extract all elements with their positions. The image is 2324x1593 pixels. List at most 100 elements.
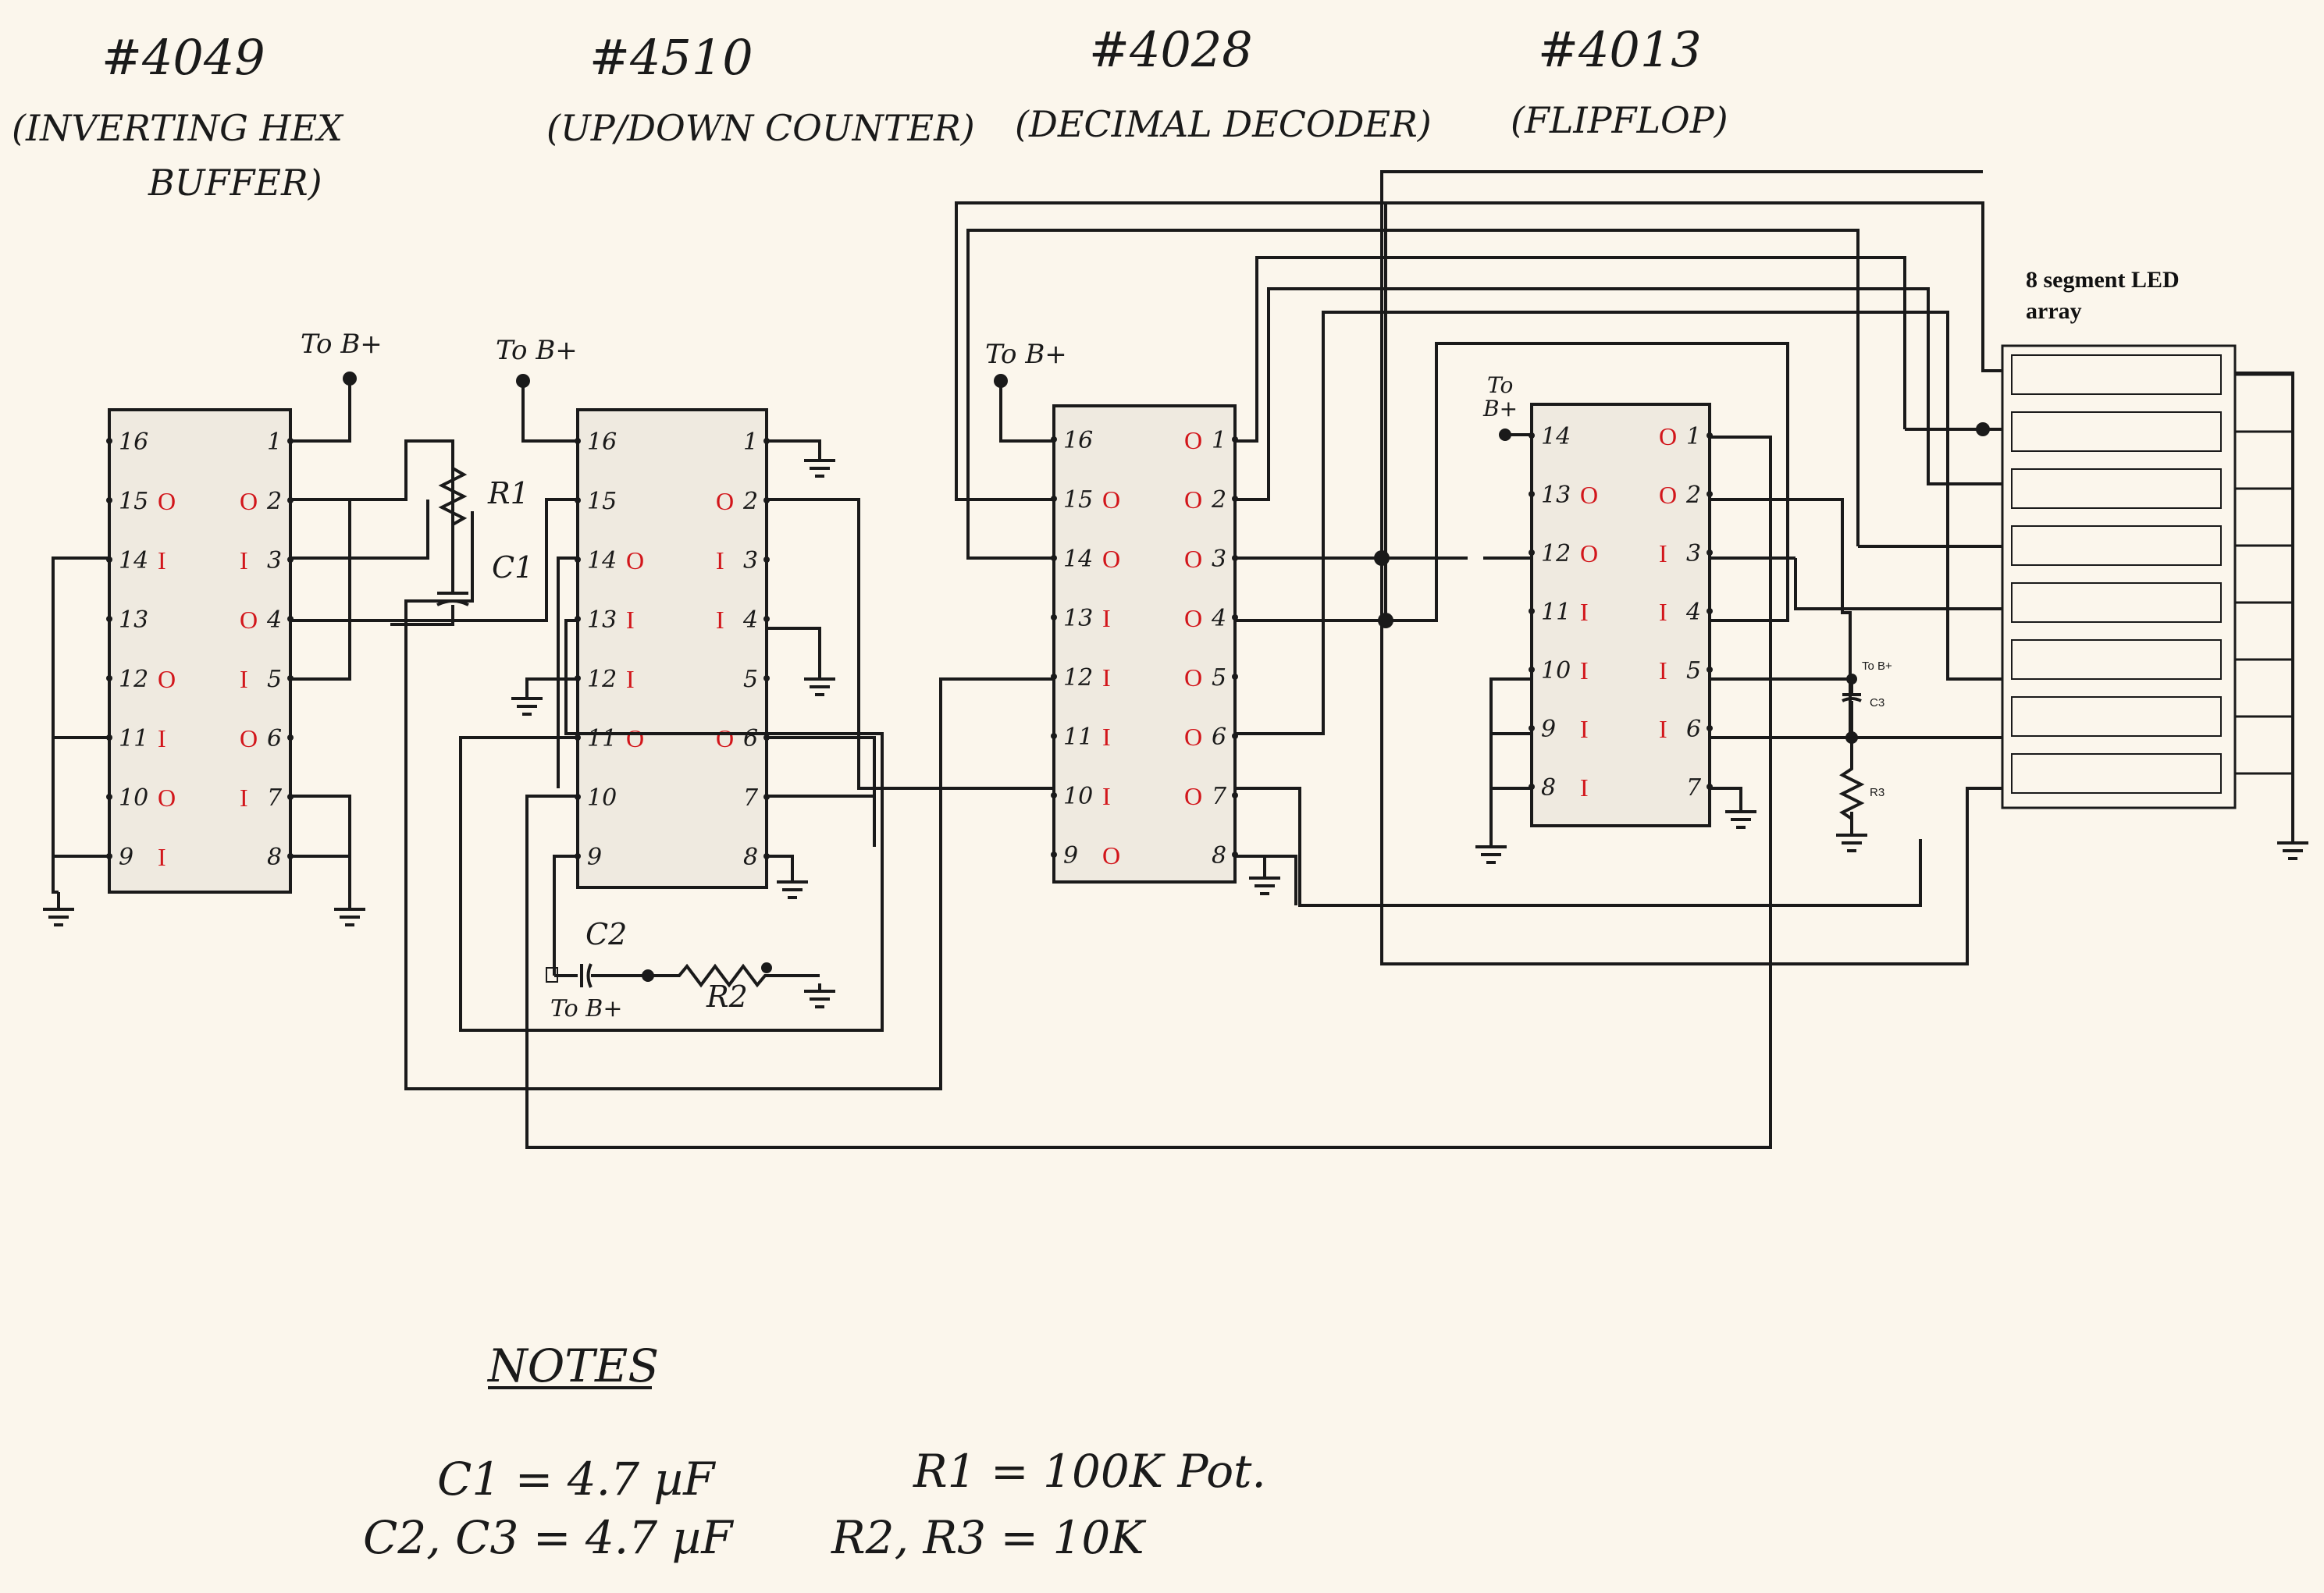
c2-capacitor	[553, 913, 648, 988]
c4013-right-pin	[1707, 725, 1713, 731]
c4028-left-io-code: O	[1102, 545, 1120, 573]
c4028-right-io-code: O	[1184, 723, 1202, 751]
c4049-left-io-code: O	[158, 665, 176, 693]
c4049-right-pin-label: 3	[267, 547, 282, 574]
junction-led-top	[1976, 422, 1990, 436]
chip-4013-desc: (FLIPFLOP)	[1511, 99, 1728, 141]
c4510-left-pin-label: 11	[587, 725, 617, 752]
led-array-frame	[2001, 344, 2237, 809]
r3-label: R3	[1870, 786, 1884, 799]
c4028-left-pin	[1051, 614, 1057, 620]
notes-line1-left: C1 = 4.7 µF	[437, 1453, 716, 1506]
c4510-right-pin-label: 2	[742, 488, 758, 515]
chip-4510-desc: (UP/DOWN COUNTER)	[546, 107, 975, 149]
c4013-right-io-code: I	[1659, 598, 1667, 626]
c4028-left-pin	[1051, 792, 1057, 798]
chip-4510-body	[576, 408, 768, 889]
c4013-right-io-code: O	[1659, 422, 1677, 450]
c4510-right-pin-label: 3	[743, 547, 758, 574]
c4013-left-pin-label: 13	[1541, 482, 1571, 509]
c4013-right-pin	[1707, 491, 1713, 497]
c4510-right-pin-label: 8	[743, 844, 758, 871]
wire-4510-vdd	[521, 381, 578, 443]
c4028-right-io-code: O	[1184, 545, 1202, 573]
c4028-left-pin-label: 14	[1063, 546, 1093, 573]
c4028-right-pin-label: 2	[1211, 486, 1226, 514]
c4013-left-pin	[1529, 549, 1535, 556]
c4049-right-io-code: O	[240, 724, 258, 752]
c4013-left-io-code: O	[1580, 481, 1598, 509]
c4013-right-pin-label: 7	[1686, 774, 1702, 802]
chip-4013-body	[1530, 403, 1711, 827]
c4013-left-pin-label: 14	[1541, 423, 1571, 450]
supply-label-4028: To B+	[985, 339, 1067, 370]
c4510-right-pin-label: 5	[743, 666, 758, 693]
c4028-left-io-code: O	[1102, 485, 1120, 514]
c4510-right-pin	[763, 556, 770, 563]
r1-label: R1	[487, 476, 529, 510]
c4510-right-io-code: O	[716, 724, 734, 752]
c4049-left-pin	[106, 497, 112, 503]
c4049-left-pin-label: 11	[119, 725, 148, 752]
c4028-left-pin-label: 13	[1063, 605, 1093, 632]
c4028-left-pin-label: 15	[1063, 486, 1093, 514]
c4013-left-pin	[1529, 491, 1535, 497]
c4510-left-io-code: I	[626, 665, 635, 693]
c4013-right-pin-label: 5	[1686, 657, 1701, 684]
c4013-right-pin-label: 3	[1686, 540, 1701, 567]
c4013-right-io-code: I	[1659, 539, 1667, 567]
supply-label-c2: To B+	[550, 995, 622, 1022]
c4049-right-io-code: O	[240, 487, 258, 515]
c4013-left-pin	[1529, 608, 1535, 614]
c4028-right-io-code: O	[1184, 604, 1202, 632]
led-segment	[2011, 639, 2222, 680]
c4049-right-io-code: I	[240, 546, 248, 574]
c4028-left-io-code: I	[1102, 782, 1111, 810]
supply-label-4510: To B+	[496, 335, 578, 366]
c4013-left-io-code: I	[1580, 715, 1589, 743]
c4049-right-pin-label: 1	[267, 428, 282, 456]
c4510-left-pin-label: 9	[587, 844, 602, 871]
notes-heading: NOTES	[486, 1339, 659, 1392]
chip-4049-desc2: BUFFER)	[148, 162, 322, 204]
c4049-left-pin-label: 14	[119, 547, 148, 574]
c4013-right-io-code: O	[1659, 481, 1677, 509]
led-segment	[2011, 696, 2222, 737]
c4049-left-pin-label: 10	[119, 784, 148, 812]
led-segment	[2011, 354, 2222, 395]
led-segment	[2011, 525, 2222, 566]
c4028-left-io-code: O	[1102, 841, 1120, 869]
c4013-left-io-code: I	[1580, 598, 1589, 626]
c4049-right-pin-label: 5	[267, 666, 282, 693]
c4028-left-io-code: I	[1102, 604, 1111, 632]
led-segment	[2011, 582, 2222, 623]
c4049-right-pin-label: 7	[267, 784, 283, 812]
c2-terminal	[546, 967, 558, 983]
chip-4028-body	[1052, 404, 1237, 884]
chip-4049-number: #4049	[101, 29, 265, 86]
c4510-left-pin-label: 10	[587, 784, 617, 812]
c4013-left-pin	[1529, 725, 1535, 731]
c4049-right-io-code: I	[240, 665, 248, 693]
c3-r3-junction	[1845, 731, 1858, 744]
c4013-left-pin-label: 10	[1541, 657, 1571, 684]
c3-supply-terminal	[1846, 674, 1857, 684]
c4049-left-pin	[106, 438, 112, 444]
c4049-right-io-code: I	[240, 784, 248, 812]
c4049-left-pin-label: 12	[119, 666, 148, 693]
c4049-left-pin-label: 9	[119, 844, 133, 871]
ground-symbols	[43, 439, 2308, 1008]
c4013-left-io-code: I	[1580, 773, 1589, 802]
r2-resistor	[648, 963, 820, 988]
c4510-right-io-code: I	[716, 606, 724, 634]
c4049-left-pin	[106, 616, 112, 622]
supply-label-4049: To B+	[301, 329, 383, 360]
c3-r3-network	[1838, 679, 1865, 822]
c4049-left-io-code: O	[158, 487, 176, 515]
notes-line1-right: R1 = 100K Pot.	[913, 1445, 1266, 1498]
led-segment	[2011, 411, 2222, 452]
c4510-right-pin-label: 1	[743, 428, 758, 456]
junction-4028-3	[1374, 550, 1390, 566]
c2-label: C2	[585, 917, 627, 951]
